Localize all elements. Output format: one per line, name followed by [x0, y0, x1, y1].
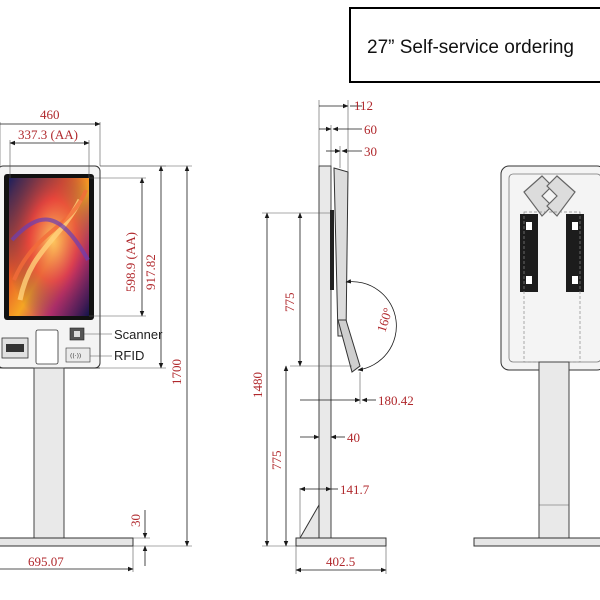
- rear-bracket-right: [566, 214, 584, 292]
- rear-base: [473, 537, 600, 547]
- rear-mount-plate: [523, 211, 581, 363]
- rfid-label: RFID: [114, 348, 144, 363]
- side-foot: [299, 503, 320, 539]
- card-reader: [35, 329, 59, 365]
- front-view: ((·)) Scanner RFID 460 337.3 (AA) 598.9 …: [0, 107, 192, 572]
- side-base: [295, 537, 387, 547]
- svg-text:((·)): ((·)): [70, 353, 81, 360]
- side-head-panel: [333, 167, 349, 337]
- side-view: 112 60 30 1480 775 775 180.42 40 141.7: [250, 98, 414, 574]
- dim-angle: 160°: [374, 306, 396, 334]
- front-pole: [33, 367, 65, 539]
- front-base: [0, 537, 134, 547]
- drawing-title: 27” Self-service ordering: [367, 37, 574, 58]
- scanner-label: Scanner: [114, 327, 163, 342]
- dim-base-width: 695.07: [28, 554, 64, 569]
- side-pole: [318, 165, 332, 539]
- side-bottom-unit: [337, 319, 361, 373]
- dim-height-total: 1700: [169, 359, 184, 385]
- dim-depth-30: 30: [364, 144, 377, 159]
- rear-bracket-left: [520, 214, 538, 292]
- rfid-pad: [65, 347, 91, 363]
- dim-height-head: 917.82: [143, 254, 158, 290]
- dim-total-1480: 1480: [250, 372, 265, 398]
- dim-height-aa: 598.9 (AA): [123, 232, 138, 292]
- dim-foot-141: 141.7: [340, 482, 370, 497]
- title-box: 27” Self-service ordering: [349, 7, 600, 83]
- vent-logo: [523, 175, 576, 217]
- dim-pole-40: 40: [347, 430, 360, 445]
- rear-view: [473, 165, 600, 547]
- rear-pole: [538, 361, 570, 539]
- dim-base-depth: 402.5: [326, 554, 355, 569]
- dim-lower-775: 775: [269, 451, 284, 471]
- dim-width-460: 460: [40, 107, 60, 122]
- dim-depth-112: 112: [354, 98, 373, 113]
- dim-offset-180: 180.42: [378, 393, 414, 408]
- dim-depth-60: 60: [364, 122, 377, 137]
- angle-arc: [345, 279, 397, 372]
- dim-width-aa: 337.3 (AA): [18, 127, 78, 142]
- dim-upper-775: 775: [282, 293, 297, 313]
- dim-base-height: 30: [128, 514, 143, 527]
- rear-head-body: [500, 165, 600, 371]
